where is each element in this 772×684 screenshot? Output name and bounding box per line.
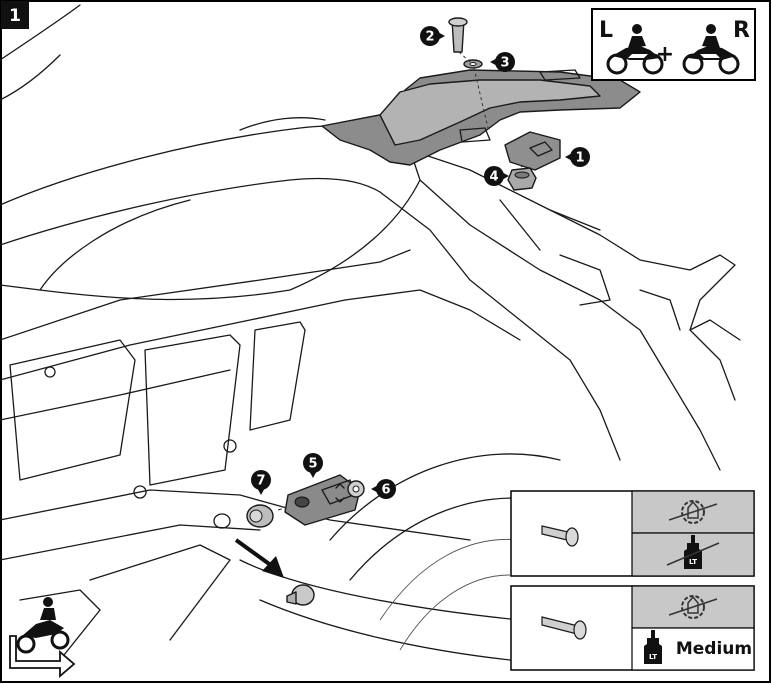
callout-number: 2 [425, 30, 434, 45]
motorcycle-rider-right-icon [682, 24, 740, 75]
callout-number: 7 [256, 474, 265, 489]
step-number: 1 [9, 6, 21, 26]
no-threadlocker-icon: LT [666, 535, 720, 569]
callout-number: 4 [489, 170, 498, 185]
part-bracket-1 [504, 131, 561, 171]
spec-bolt-short-icon [541, 525, 579, 547]
part-washer-3 [463, 59, 483, 69]
bottle-label: LT [689, 558, 697, 566]
no-grease-icon [668, 500, 718, 524]
removed-plug [286, 584, 315, 606]
callout-4: 4 [484, 166, 509, 186]
threadlocker-icon: LT [644, 630, 662, 664]
callout-number: 1 [575, 151, 584, 166]
callout-5: 5 [303, 453, 323, 478]
no-grease-icon [668, 595, 718, 619]
spec-row-6: LT Medium [510, 585, 755, 671]
part-spacer-7 [246, 504, 274, 528]
side-badge-left-label: L [599, 18, 613, 43]
callout-2: 2 [420, 26, 445, 46]
spec-table: LT LT Medium [510, 490, 755, 671]
part-bolt-6 [347, 480, 365, 498]
step-badge: 1 [1, 1, 29, 29]
bottle-label: LT [649, 653, 657, 661]
callout-7: 7 [251, 470, 271, 495]
part-nut-4 [507, 167, 537, 191]
spec-bolt-long-icon [541, 616, 587, 640]
side-badge-right-label: R [733, 18, 750, 43]
frame-mount-hole [213, 513, 231, 529]
callout-6: 6 [371, 479, 396, 499]
threadlocker-strength-label: Medium [676, 639, 752, 659]
callout-number: 3 [500, 56, 509, 71]
rider-position-icon [9, 597, 76, 678]
callout-3: 3 [490, 52, 515, 72]
side-badge-plus: + [656, 42, 674, 67]
remove-direction-arrow [234, 538, 284, 578]
luggage-rack [321, 69, 641, 166]
part-plate-5 [284, 474, 361, 526]
motorcycle-rider-left-icon [606, 24, 664, 75]
callout-number: 6 [381, 483, 390, 498]
callout-1: 1 [565, 147, 590, 167]
spec-row-2: LT [510, 490, 755, 577]
callout-number: 5 [308, 457, 317, 472]
side-badge: L R + [591, 8, 756, 81]
part-bolt-2 [448, 17, 468, 53]
motorcycle-outline [0, 4, 741, 661]
